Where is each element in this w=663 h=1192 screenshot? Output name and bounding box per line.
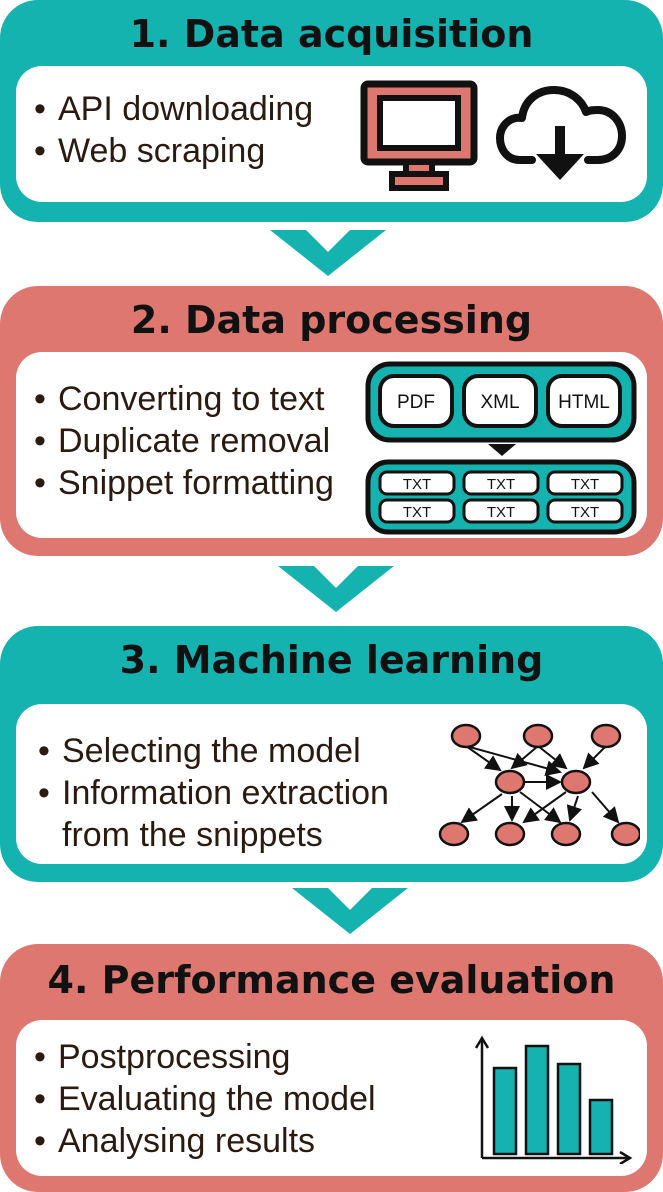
list-item: •Postprocessing (34, 1038, 291, 1076)
list-item: •Web scraping (34, 132, 266, 170)
flow-arrow-1 (270, 230, 386, 276)
flow-arrow-2 (278, 566, 394, 612)
file-type-label: TXT (487, 504, 515, 521)
file-type-label: XML (480, 392, 519, 413)
file-type-input: HTML (546, 374, 622, 428)
stage-data-processing: 2. Data processing •Converting to text •… (0, 286, 663, 556)
computer-monitor-icon (360, 80, 478, 191)
stage-machine-learning: 3. Machine learning •Selecting the model… (0, 626, 663, 882)
bullet-list: •Postprocessing •Evaluating the model •A… (34, 1036, 376, 1162)
list-item: from the snippets (62, 816, 323, 854)
stage-title: 3. Machine learning (119, 638, 544, 682)
file-type-input: PDF (378, 374, 454, 428)
file-type-label: TXT (403, 504, 431, 521)
list-item: •Selecting the model (38, 732, 361, 770)
file-type-label: TXT (571, 504, 599, 521)
list-item: •Information extraction (38, 774, 389, 812)
list-item: •API downloading (34, 90, 314, 128)
file-type-label: TXT (403, 476, 431, 493)
stage-title: 2. Data processing (130, 298, 533, 342)
bullet-list: •Selecting the model •Information extrac… (38, 730, 389, 856)
chevron-down-icon (488, 444, 516, 456)
file-conversion-icon: PDF XML HTML TXT TXT TXT TXT (365, 361, 637, 535)
file-type-label: HTML (558, 392, 610, 413)
stage-performance-evaluation: 4. Performance evaluation •Postprocessin… (0, 944, 663, 1192)
list-item: •Evaluating the model (34, 1080, 376, 1118)
neural-network-icon (438, 723, 640, 847)
stage-panel: •Postprocessing •Evaluating the model •A… (16, 1020, 647, 1176)
stage-panel: •Selecting the model •Information extrac… (16, 704, 647, 864)
list-item: •Analysing results (34, 1122, 316, 1160)
bar-chart-icon (474, 1035, 633, 1164)
bullet-list: •API downloading •Web scraping (34, 88, 313, 172)
stage-data-acquisition: 1. Data acquisition •API downloading •We… (0, 0, 663, 222)
file-type-label: PDF (397, 392, 435, 413)
file-type-input: XML (462, 374, 538, 428)
file-type-label: TXT (571, 476, 599, 493)
stage-title: 4. Performance evaluation (47, 958, 616, 1002)
stage-panel: •API downloading •Web scraping (16, 66, 647, 202)
txt-output-grid: TXT TXT TXT TXT TXT TXT (378, 470, 624, 524)
flow-arrow-3 (292, 888, 408, 934)
cloud-download-icon (496, 86, 626, 180)
list-item: •Converting to text (34, 380, 325, 418)
list-item: •Duplicate removal (34, 422, 331, 460)
bullet-list: •Converting to text •Duplicate removal •… (34, 378, 334, 504)
stage-title: 1. Data acquisition (129, 12, 534, 56)
list-item: •Snippet formatting (34, 464, 334, 502)
file-type-label: TXT (487, 476, 515, 493)
stage-panel: •Converting to text •Duplicate removal •… (16, 352, 647, 538)
